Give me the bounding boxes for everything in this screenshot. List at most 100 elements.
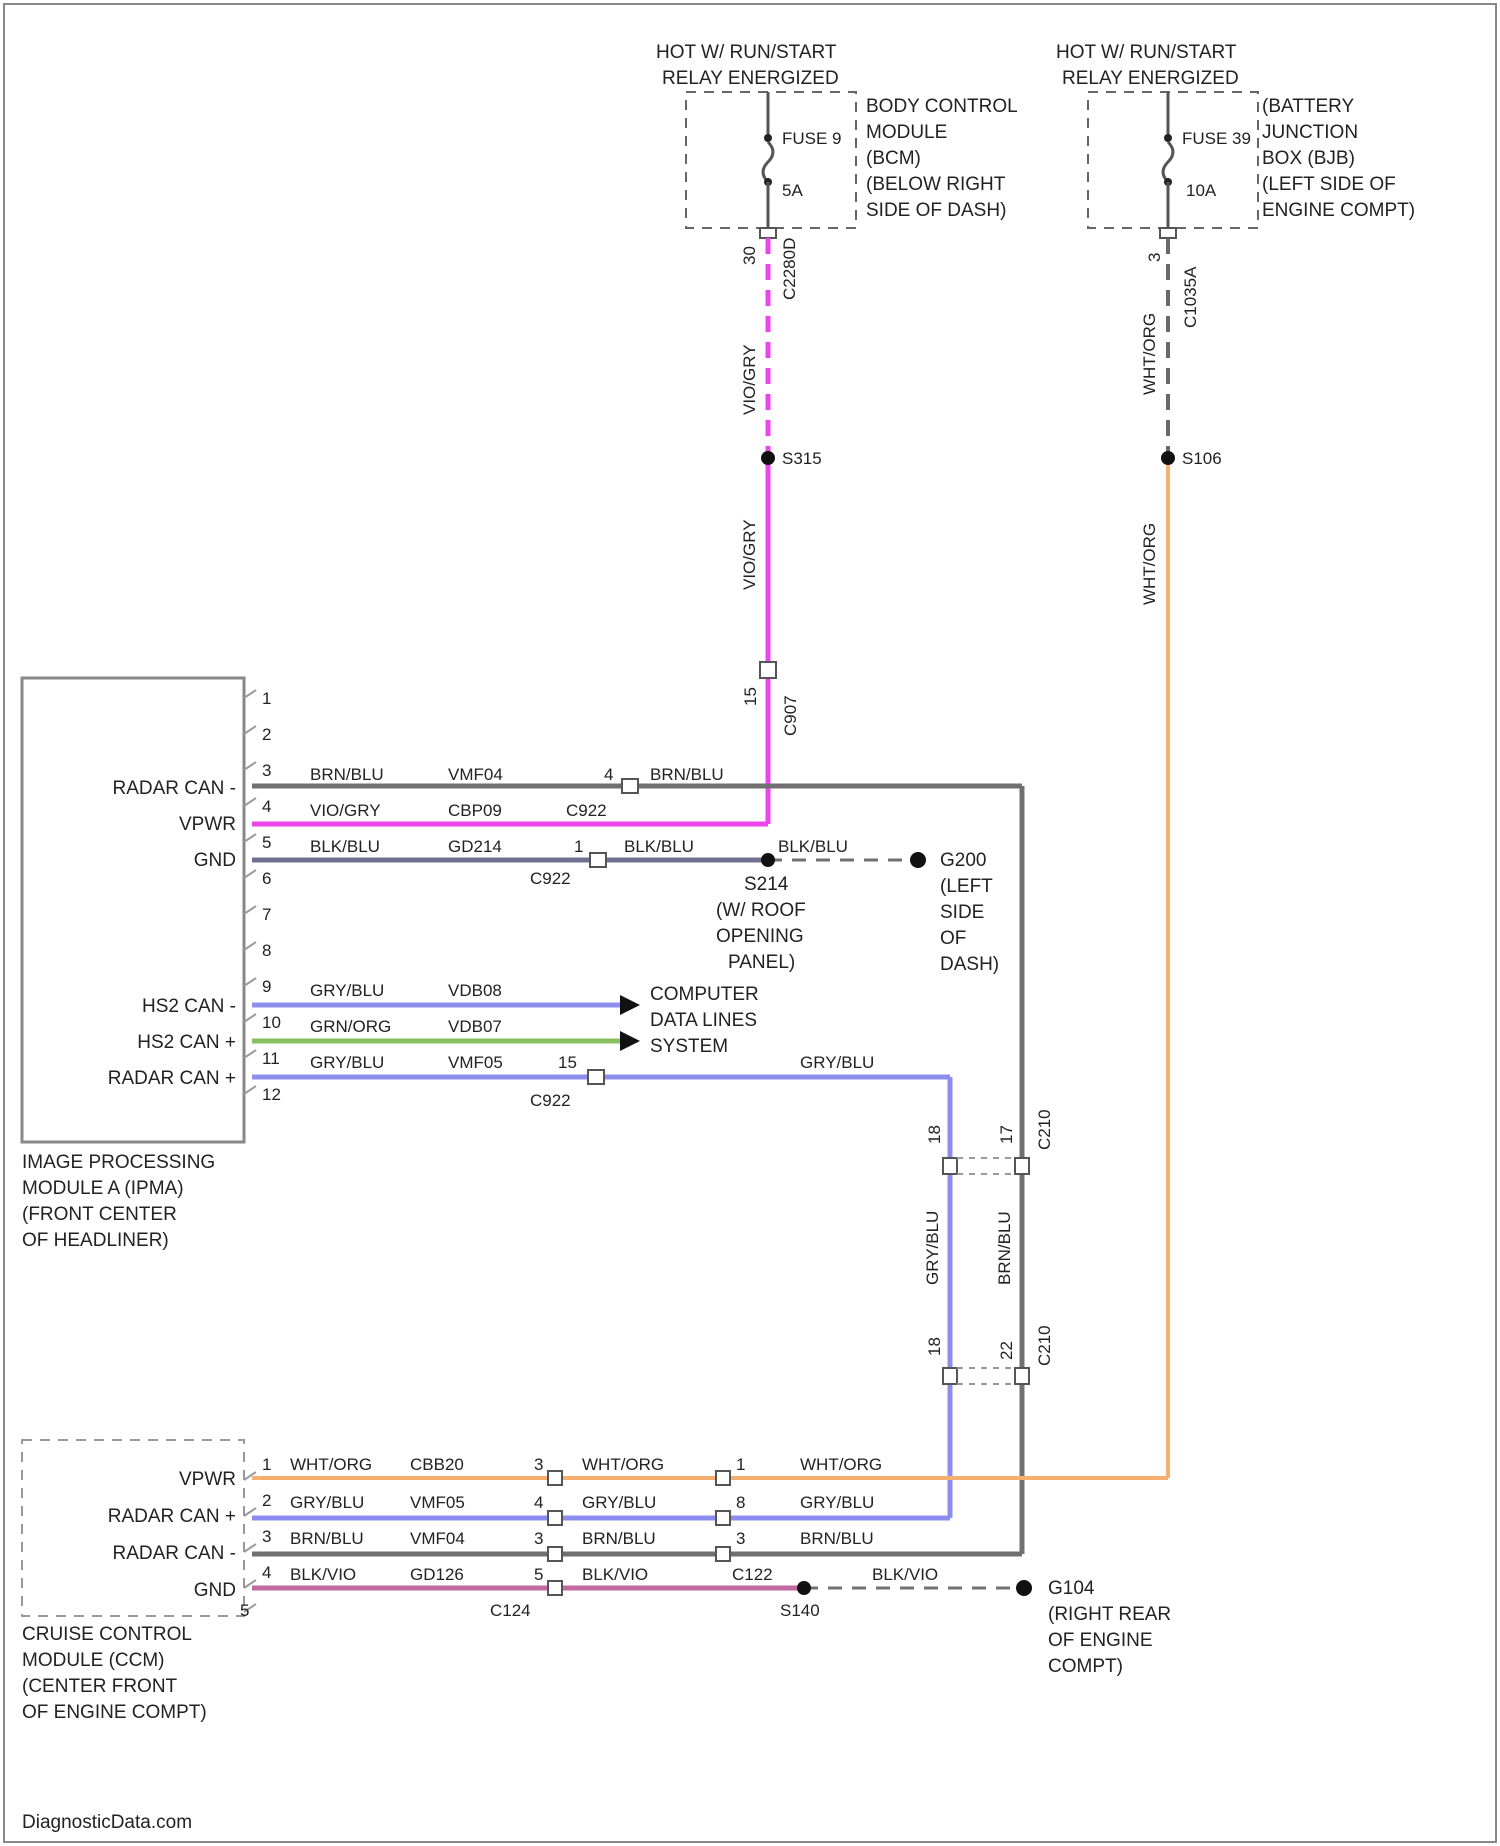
footer-watermark: DiagnosticData.com (22, 1812, 192, 1833)
bjb-box-outline (1088, 92, 1258, 228)
bcm-location-2: MODULE (866, 122, 947, 143)
ipma-wires: BRN/BLU VMF04 4 BRN/BLU VIO/GRY CBP09 C9… (252, 765, 1022, 1110)
g200-line2: (LEFT (940, 876, 993, 897)
g104-line1: G104 (1048, 1578, 1095, 1599)
ccm-row2-color: GRY/BLU (290, 1493, 364, 1512)
ipma-label-hs2-can-plus: HS2 CAN + (137, 1032, 236, 1053)
bcm-fuse-box: HOT W/ RUN/START RELAY ENERGIZED FUSE 9 … (656, 42, 1018, 300)
ccm-row4-color: BLK/VIO (290, 1565, 356, 1584)
ccm-row4-color2: BLK/VIO (582, 1565, 648, 1584)
ipma-pin-3: 3 (262, 761, 271, 780)
splice-s106: S106 (1182, 449, 1222, 468)
bcm-fuse-rating: 5A (782, 181, 803, 200)
ccm-label-vpwr: VPWR (179, 1469, 236, 1490)
ipma-pin-1: 1 (262, 689, 271, 708)
row9-circuit: VDB08 (448, 981, 502, 1000)
splice-s315: S315 (782, 449, 822, 468)
cdl-line3[interactable]: SYSTEM (650, 1036, 728, 1057)
bcm-connector-terminal (760, 228, 776, 238)
g200-line3: SIDE (940, 902, 984, 923)
row11-circuit: VMF05 (448, 1053, 503, 1072)
bjb-pin: 3 (1145, 253, 1164, 262)
ipma-name-4: OF HEADLINER) (22, 1230, 169, 1251)
bjb-location-2: JUNCTION (1262, 122, 1358, 143)
ipma-label-vpwr: VPWR (179, 814, 236, 835)
row3-pin: 4 (604, 765, 613, 784)
row5-circuit: GD214 (448, 837, 502, 856)
ccm-row1-color2: WHT/ORG (582, 1455, 664, 1474)
bcm-location-4: (BELOW RIGHT (866, 174, 1006, 195)
ccm-name-1: CRUISE CONTROL (22, 1624, 192, 1645)
ccm-row3-color2: BRN/BLU (582, 1529, 656, 1548)
bcm-location-5: SIDE OF DASH) (866, 200, 1006, 221)
cdl-line1[interactable]: COMPUTER (650, 984, 759, 1005)
ccm-name-3: (CENTER FRONT (22, 1676, 178, 1697)
ipma-label-gnd: GND (194, 850, 236, 871)
c210-top-pin-gry: 18 (925, 1125, 944, 1144)
g200-line4: OF (940, 928, 966, 949)
row11-conn: C922 (530, 1091, 571, 1110)
bjb-location-1: (BATTERY (1262, 96, 1355, 117)
splice-s315-dot (761, 451, 775, 465)
c907-terminal (760, 662, 776, 678)
ccm-row4-color3: BLK/VIO (872, 1565, 938, 1584)
bcm-fuse-number: FUSE 9 (782, 129, 842, 148)
ccm-row4-pin: 5 (534, 1565, 543, 1584)
ccm-pin-3: 3 (262, 1527, 271, 1546)
ground-g200-dot (910, 852, 926, 868)
row3-color2: BRN/BLU (650, 765, 724, 784)
arrow-hs2-minus (620, 995, 640, 1015)
ccm-pin-5: 5 (240, 1601, 249, 1620)
row10-color: GRN/ORG (310, 1017, 391, 1036)
ccm-row2-pin: 4 (534, 1493, 543, 1512)
row9-color: GRY/BLU (310, 981, 384, 1000)
bjb-fuse-rating: 10A (1186, 181, 1217, 200)
ccm-row4-circuit: GD126 (410, 1565, 464, 1584)
ipma-pin-5: 5 (262, 833, 271, 852)
pink-vpwr-circuit: S315 VIO/GRY VIO/GRY 15 C907 (252, 238, 822, 824)
cdl-line2[interactable]: DATA LINES (650, 1010, 757, 1031)
ccm-row1-color3: WHT/ORG (800, 1455, 882, 1474)
ipma-pin-10: 10 (262, 1013, 281, 1032)
g200-line1: G200 (940, 850, 986, 871)
g104-line3: OF ENGINE (1048, 1630, 1153, 1651)
row5-color3: BLK/BLU (778, 837, 848, 856)
splice-s140-dot (797, 1581, 811, 1595)
ipma-pin-2: 2 (262, 725, 271, 744)
ipma-name-3: (FRONT CENTER (22, 1204, 177, 1225)
orange-wire-label-lower: WHT/ORG (1140, 523, 1159, 605)
c907-pin: 15 (741, 687, 760, 706)
ccm-wires: WHT/ORG CBB20 3 WHT/ORG 1 WHT/ORG GRY/BL… (252, 1455, 1171, 1677)
s214-line1: S214 (744, 874, 789, 895)
row5-color: BLK/BLU (310, 837, 380, 856)
ccm-row1-circuit: CBB20 (410, 1455, 464, 1474)
ipma-pin-6: 6 (262, 869, 271, 888)
ccm-module: CRUISE CONTROL MODULE (CCM) (CENTER FRON… (22, 1440, 271, 1723)
bcm-supply-line2: RELAY ENERGIZED (662, 68, 839, 89)
pink-wire-label-upper: VIO/GRY (740, 344, 759, 415)
bcm-connector: C2280D (780, 238, 799, 300)
ccm-name-4: OF ENGINE COMPT) (22, 1702, 207, 1723)
bjb-connector: C1035A (1181, 266, 1200, 328)
ccm-name-2: MODULE (CCM) (22, 1650, 165, 1671)
ipma-pin-9: 9 (262, 977, 271, 996)
ccm-row1-pin2: 1 (736, 1455, 745, 1474)
ccm-row1-color: WHT/ORG (290, 1455, 372, 1474)
bjb-fuse-number: FUSE 39 (1182, 129, 1251, 148)
ccm-row2-pin2: 8 (736, 1493, 745, 1512)
orange-vpwr-circuit: S106 WHT/ORG WHT/ORG (1140, 238, 1222, 1478)
bjb-supply-line2: RELAY ENERGIZED (1062, 68, 1239, 89)
brn-blu-vertical-label: BRN/BLU (995, 1211, 1014, 1285)
row4-circuit: CBP09 (448, 801, 502, 820)
ipma-pin-8: 8 (262, 941, 271, 960)
bcm-location-1: BODY CONTROL (866, 96, 1018, 117)
ccm-row4-conn2: C122 (732, 1565, 773, 1584)
arrow-hs2-plus (620, 1031, 640, 1051)
ground-g104-dot (1016, 1580, 1032, 1596)
ccm-pin-2: 2 (262, 1491, 271, 1510)
bcm-pin: 30 (740, 246, 759, 265)
ccm-label-radar-can-minus: RADAR CAN - (112, 1543, 236, 1564)
bjb-location-3: BOX (BJB) (1262, 148, 1355, 169)
row11-pin: 15 (558, 1053, 577, 1072)
